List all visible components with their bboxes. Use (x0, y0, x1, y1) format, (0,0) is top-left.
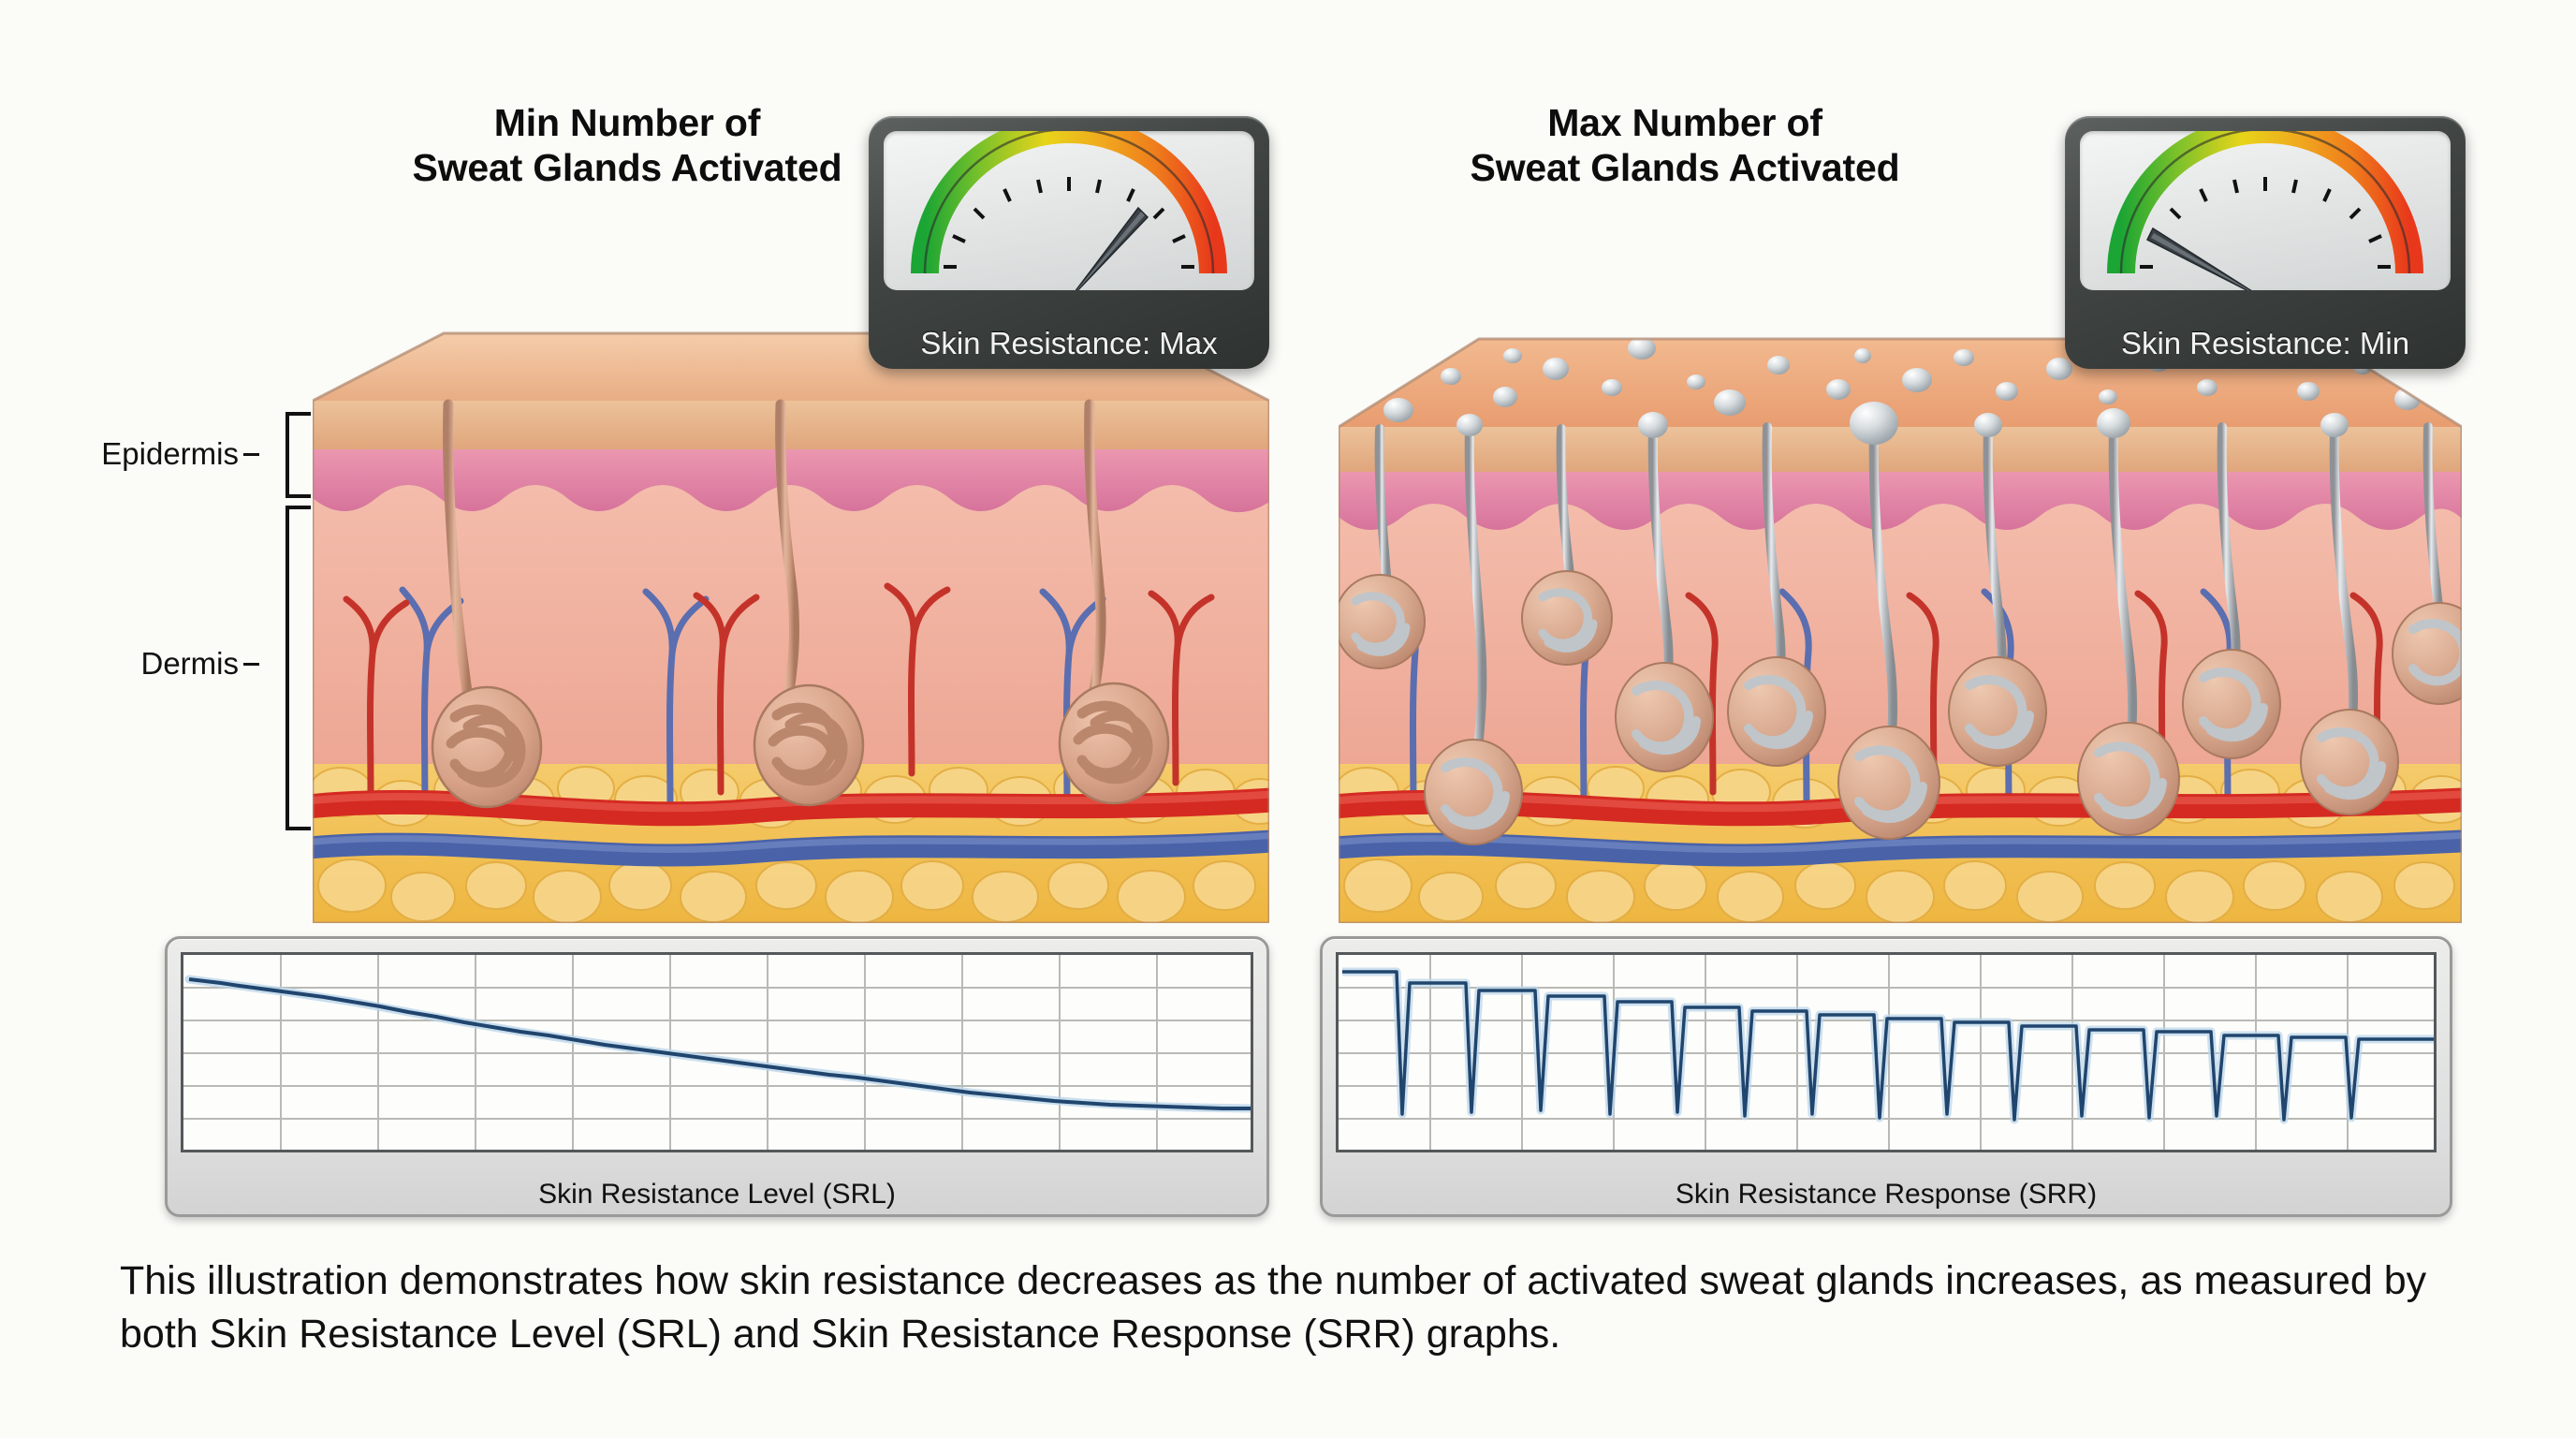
plot-area-srl (181, 952, 1253, 1152)
panel-title-right: Max Number of Sweat Glands Activated (1423, 100, 1947, 191)
gauge-ticks (944, 177, 1194, 269)
sweat-gland-unit (2077, 424, 2180, 836)
gauge-arc (2107, 131, 2423, 274)
gauge-right-svg (2107, 131, 2423, 290)
gauge-meter-right[interactable]: Skin Resistance: Min (2065, 116, 2466, 369)
gauge-needle (2145, 227, 2252, 290)
sweat-duct (2422, 422, 2444, 619)
dermis-bracket (285, 506, 311, 830)
sweat-gland-group-right (1339, 422, 2462, 845)
layer-label-dermis: Dermis (140, 646, 240, 681)
plot-area-srr (1336, 952, 2437, 1152)
srr-trace (1342, 970, 2434, 1122)
sweat-duct (1556, 424, 1575, 587)
srl-chart-svg (183, 955, 1251, 1150)
srl-trace (188, 977, 1251, 1110)
panel-title-right-line1: Max Number of (1547, 101, 1822, 144)
sweat-gland-unit (1424, 422, 1523, 845)
layer-label-epidermis: Epidermis (101, 436, 239, 471)
graph-panel-srl[interactable]: Skin Resistance Level (SRL) (165, 936, 1269, 1217)
sweat-gland-group-left (431, 399, 1170, 809)
epidermis-leader-dash (243, 453, 259, 456)
gauge-meter-left[interactable]: Skin Resistance: Max (869, 116, 1269, 369)
figure-caption: This illustration demonstrates how skin … (120, 1258, 2427, 1357)
sweat-gland-unit (1615, 422, 1714, 772)
gauge-left-svg (911, 131, 1227, 290)
sweat-gland-coil (753, 683, 865, 807)
sweat-gland-unit (2300, 424, 2399, 815)
dermis-leader-dash (243, 663, 259, 666)
skin-left-svg (313, 331, 1269, 923)
skin-right-svg (1339, 337, 2462, 923)
sweat-gland-unit (1837, 424, 1940, 840)
srr-chart-svg (1339, 955, 2434, 1150)
panel-title-right-line2: Sweat Glands Activated (1470, 146, 1900, 190)
sweat-gland-unit (1948, 422, 2047, 767)
sweat-gland-unit (1521, 424, 1613, 666)
epidermis-bracket (285, 412, 311, 498)
gauge-caption-left: Skin Resistance: Max (920, 326, 1218, 360)
graph-label-srl: Skin Resistance Level (SRL) (538, 1179, 896, 1210)
sweat-gland-unit (1339, 424, 1426, 669)
vein-main (313, 829, 1269, 867)
panel-title-left-line1: Min Number of (493, 101, 761, 144)
sweat-gland-coil (1058, 682, 1170, 805)
sweat-duct (443, 399, 474, 704)
gridlines (183, 955, 1251, 1150)
sweat-gland-unit (1727, 422, 1826, 767)
sweat-gland-unit (2392, 422, 2462, 705)
sweat-duct (1084, 399, 1106, 702)
gauge-face-left (884, 131, 1254, 290)
panel-title-left-line2: Sweat Glands Activated (412, 146, 842, 190)
panel-title-left: Min Number of Sweat Glands Activated (365, 100, 889, 191)
graph-panel-srr[interactable]: Skin Resistance Response (SRR) (1320, 936, 2452, 1217)
sweat-duct (1374, 424, 1392, 591)
gauge-caption-right: Skin Resistance: Min (2120, 326, 2410, 360)
vein-main (1339, 829, 2462, 867)
gauge-face-right (2080, 131, 2451, 290)
gauge-arc (911, 131, 1227, 274)
sweat-duct (775, 399, 800, 704)
sweat-duct (1464, 422, 1487, 765)
sweat-gland-coil (431, 685, 543, 809)
artery-capillary (343, 582, 1215, 796)
artery-main (313, 787, 1269, 827)
skin-cross-section-right (1339, 324, 2462, 923)
gauge-needle (1075, 206, 1149, 290)
graph-label-srr: Skin Resistance Response (SRR) (1675, 1179, 2098, 1210)
skin-cross-section-left (313, 324, 1269, 923)
sweat-gland-unit (2182, 422, 2281, 759)
